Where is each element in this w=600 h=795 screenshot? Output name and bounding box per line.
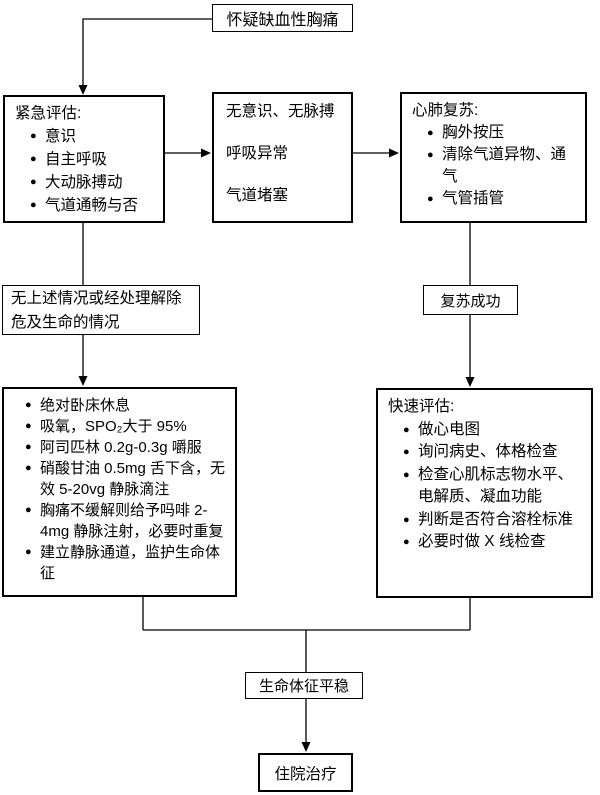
bullet-icon: ● (427, 193, 434, 205)
list-item: ●气管插管 (412, 188, 581, 210)
list-item: ●硝酸甘油 0.5mg 舌下含，无效 5-20vg 静脉滴注 (10, 458, 230, 500)
list-item: ●判断是否符合溶栓标准 (388, 509, 587, 532)
bullet-icon: ● (30, 199, 37, 211)
list-item: ●做心电图 (388, 419, 587, 442)
list-item: ●绝对卧床休息 (10, 395, 230, 416)
list-item: ●大动脉搏动 (15, 171, 157, 194)
bullet-icon: ● (25, 441, 32, 453)
list-item: ●检查心肌标志物水平、电解质、凝血功能 (388, 464, 587, 509)
list-item: ●胸痛不缓解则给予吗啡 2-4mg 静脉注射，必要时重复 (10, 500, 230, 542)
node-line: 无意识、无脉搏 (226, 103, 335, 120)
bullet-icon: ● (403, 536, 410, 548)
node-no-life-threat: 无上述情况或经处理解除危及生命的情况 (2, 285, 200, 335)
node-label: 生命体征平稳 (258, 678, 349, 695)
node-title: 快速评估: (388, 398, 455, 415)
bullet-icon: ● (30, 153, 37, 165)
bullet-icon: ● (25, 420, 32, 432)
list-item: ●意识 (15, 125, 157, 148)
node-label: 复苏成功 (440, 292, 501, 310)
node-rapid-assessment: 快速评估: ●做心电图 ●询问病史、体格检查 ●检查心肌标志物水平、电解质、凝血… (376, 388, 593, 598)
node-label: 住院治疗 (274, 765, 337, 783)
list-item: ●阿司匹林 0.2g-0.3g 嚼服 (10, 437, 230, 458)
bullet-icon: ● (25, 546, 32, 558)
bullet-icon: ● (403, 468, 410, 481)
list-item: ●清除气道异物、通气 (412, 144, 581, 188)
arrowhead-icon (465, 377, 475, 387)
bullet-icon: ● (427, 149, 434, 161)
list-item: ●建立静脉通道，监护生命体征 (10, 542, 230, 584)
arrowhead-icon (201, 148, 211, 158)
list-item: ●询问病史、体格检查 (388, 441, 587, 464)
node-resuscitation-success: 复苏成功 (423, 285, 518, 315)
bullet-icon: ● (427, 127, 434, 139)
bullet-icon: ● (25, 504, 32, 516)
node-critical-signs: 无意识、无脉搏 呼吸异常 气道堵塞 (212, 92, 353, 223)
node-hospitalization: 住院治疗 (258, 753, 353, 792)
list-item: ●必要时做 X 线检查 (388, 531, 587, 554)
list-item: ●气道通畅与否 (15, 194, 157, 217)
node-cpr: 心肺复苏: ●胸外按压 ●清除气道异物、通气 ●气管插管 (400, 92, 587, 223)
bullet-icon: ● (403, 423, 410, 436)
arrowhead-icon (78, 376, 88, 386)
node-line: 呼吸异常 (226, 145, 289, 162)
bullet-icon: ● (403, 446, 410, 458)
bullet-icon: ● (403, 513, 410, 526)
arrowhead-icon (389, 148, 399, 158)
node-emergency-assessment: 紧急评估: ●意识 ●自主呼吸 ●大动脉搏动 ●气道通畅与否 (3, 95, 165, 223)
node-label: 怀疑缺血性胸痛 (226, 12, 339, 29)
node-line: 气道堵塞 (226, 187, 289, 204)
node-title: 心肺复苏: (412, 102, 479, 119)
connector-suspect-to-emergency (82, 18, 212, 89)
bullet-icon: ● (25, 399, 32, 411)
node-treatment-measures: ●绝对卧床休息 ●吸氧，SPO₂大于 95% ●阿司匹林 0.2g-0.3g 嚼… (2, 387, 237, 597)
bullet-icon: ● (25, 462, 32, 474)
node-vitals-stable: 生命体征平稳 (245, 672, 363, 699)
bullet-icon: ● (30, 176, 37, 188)
node-suspected-ischemic-chest-pain: 怀疑缺血性胸痛 (212, 4, 353, 32)
arrowhead-icon (78, 85, 88, 95)
list-item: ●自主呼吸 (15, 148, 157, 171)
node-title: 紧急评估: (15, 105, 82, 122)
list-item: ●胸外按压 (412, 122, 581, 144)
bullet-icon: ● (30, 130, 37, 142)
node-label: 无上述情况或经处理解除危及生命的情况 (11, 290, 182, 331)
list-item: ●吸氧，SPO₂大于 95% (10, 416, 230, 437)
arrowhead-icon (301, 742, 311, 752)
